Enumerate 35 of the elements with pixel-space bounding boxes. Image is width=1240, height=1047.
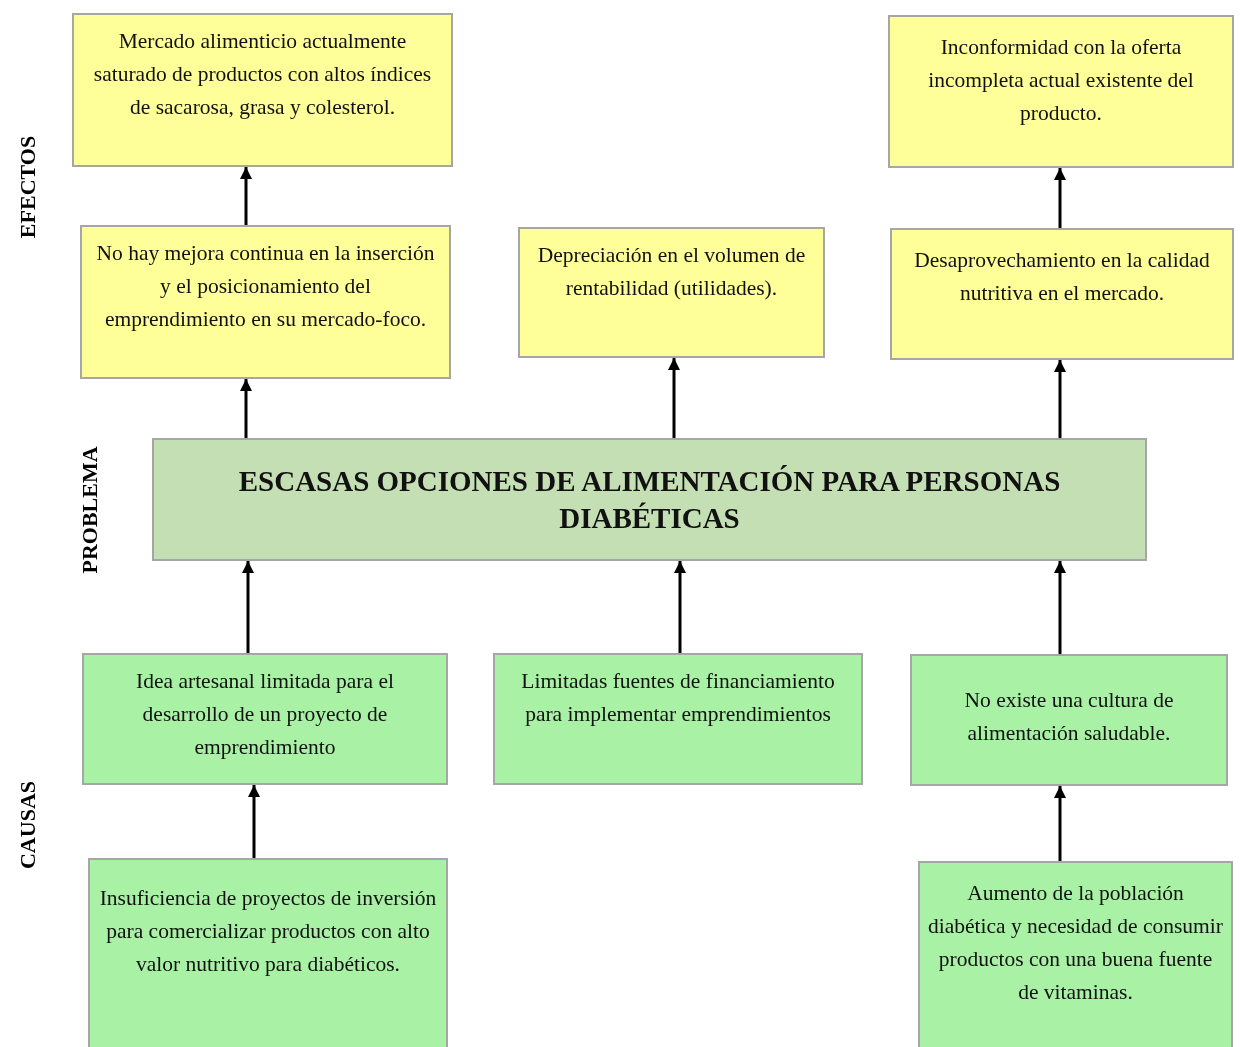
arrow (1054, 786, 1066, 861)
cause-box (918, 861, 1233, 1047)
box-text: Aumento de la población diabética y necesidad de consumir productos con una buena fuente de vitaminas. (928, 880, 1223, 1006)
effect-box (72, 13, 453, 167)
box-text: Limitadas fuentes de financiamiento para implementar emprendimientos (520, 668, 836, 728)
effect-box (80, 225, 451, 379)
arrow (240, 379, 252, 438)
effect-box (518, 227, 825, 358)
section-label: PROBLEMA (77, 446, 103, 574)
box-text: Mercado alimenticio actualmente saturado de productos con altos índices de sacarosa, grasa y colesterol. (92, 28, 433, 121)
cause-box (82, 653, 448, 785)
box-text: No hay mejora continua en la inserción y el posicionamiento del emprendimiento en su mercado-foco. (95, 240, 436, 333)
box-text: Insuficiencia de proyectos de inversión para comercializar productos con alto valor nutritivo para diabéticos. (98, 885, 438, 978)
box-text: Inconformidad con la oferta incompleta actual existente del producto. (927, 34, 1195, 127)
cause-box (910, 654, 1228, 786)
problem-box (152, 438, 1147, 561)
effect-box (890, 228, 1234, 360)
arrow (674, 561, 686, 653)
box-text: Depreciación en el volumen de rentabilidad (utilidades). (536, 242, 807, 302)
arrow (240, 167, 252, 225)
arrow (1054, 168, 1066, 228)
arrow (668, 358, 680, 438)
arrow (1054, 561, 1066, 654)
arrow (1054, 360, 1066, 438)
box-text: Desaprovechamiento en la calidad nutritiva en el mercado. (913, 247, 1211, 307)
box-text: Idea artesanal limitada para el desarrollo de un proyecto de emprendimiento (135, 668, 395, 761)
box-text: No existe una cultura de alimentación saludable. (963, 687, 1175, 747)
cause-box (88, 858, 448, 1047)
section-label: EFECTOS (15, 135, 41, 239)
section-label: CAUSAS (15, 781, 41, 869)
effect-box (888, 15, 1234, 168)
arrow (248, 785, 260, 858)
problem-title: ESCASAS OPCIONES DE ALIMENTACIÓN PARA PERSONAS DIABÉTICAS (237, 463, 1062, 536)
arrow (242, 561, 254, 653)
cause-box (493, 653, 863, 785)
